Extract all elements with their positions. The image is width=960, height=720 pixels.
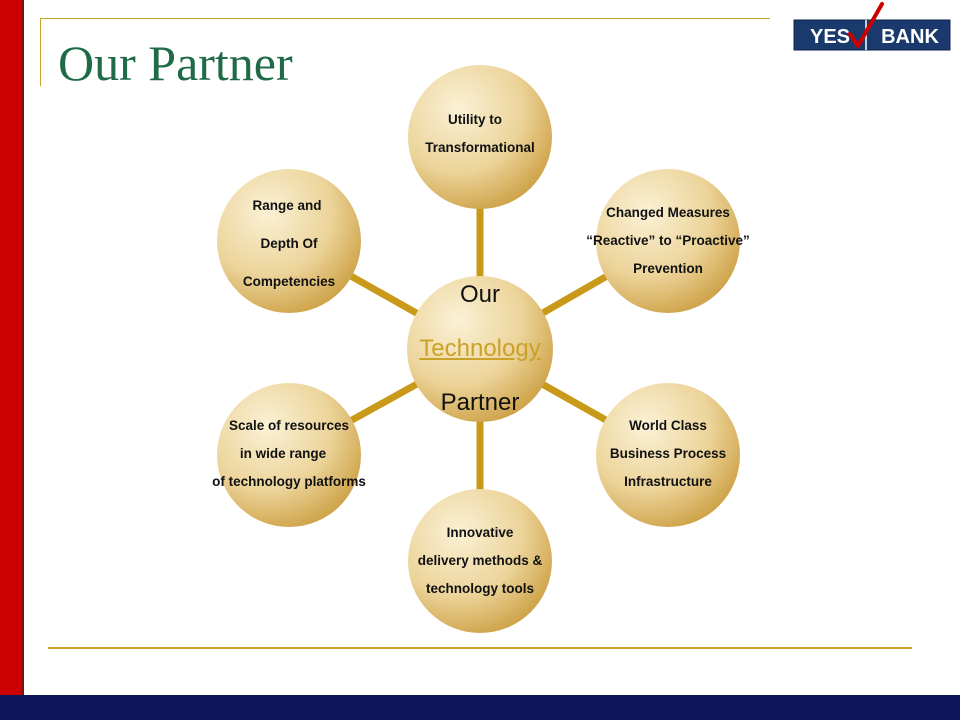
yes-bank-logo: YES BANK	[793, 2, 951, 51]
node-line: Competencies	[242, 274, 336, 289]
node-line: Transformational	[425, 140, 535, 155]
node-line: Prevention	[633, 261, 703, 276]
node-line: Infrastructure	[624, 474, 712, 489]
node-line: Innovative	[446, 525, 514, 540]
logo-yes-text: YES	[810, 26, 850, 48]
node-label-utility: Utility to Transformational	[425, 106, 535, 162]
node-line: Range and	[252, 198, 322, 213]
node-line: of technology platforms	[212, 474, 366, 489]
node-label-changed-measures: Changed Measures “Reactive” to “Proactiv…	[586, 199, 750, 283]
node-line: Scale of resources	[228, 418, 350, 433]
node-circle-bottom	[408, 489, 552, 633]
node-line: delivery methods &	[417, 553, 543, 568]
frame-bottom-line	[48, 647, 912, 649]
bottom-navy-bar	[0, 695, 960, 720]
node-line: Changed Measures	[606, 205, 730, 220]
node-line: technology tools	[425, 581, 534, 596]
node-circle-upper-left	[217, 169, 361, 313]
center-line-our: Our	[459, 281, 501, 308]
node-line: Utility to	[448, 112, 502, 127]
node-line: World Class	[629, 418, 707, 433]
node-label-world-class: World Class Business Process Infrastruct…	[610, 412, 726, 496]
center-label: Our Technology Partner	[419, 268, 540, 430]
node-label-innovative: Innovative delivery methods & technology…	[418, 519, 543, 603]
slide-title: Our Partner	[58, 35, 293, 91]
node-circle-lower-left	[217, 383, 361, 527]
node-label-scale: Scale of resources in wide range of tech…	[212, 412, 366, 496]
node-line: “Reactive” to “Proactive”	[586, 233, 750, 248]
center-line-partner: Partner	[440, 389, 520, 416]
center-circle	[407, 276, 553, 422]
node-circle-upper-right	[596, 169, 740, 313]
center-line-technology: Technology	[419, 335, 541, 362]
node-line: in wide range	[239, 446, 327, 461]
node-line: Business Process	[609, 446, 727, 461]
node-label-range: Range and Depth Of Competencies	[243, 187, 335, 301]
left-accent-bar	[0, 0, 24, 695]
node-line: Depth Of	[260, 236, 318, 251]
frame-top-line	[40, 18, 770, 19]
frame-left-line	[40, 18, 41, 86]
logo-tick-icon	[848, 2, 884, 48]
node-circle-lower-right	[596, 383, 740, 527]
node-circle-top	[408, 65, 552, 209]
logo-bank-text: BANK	[881, 26, 939, 48]
